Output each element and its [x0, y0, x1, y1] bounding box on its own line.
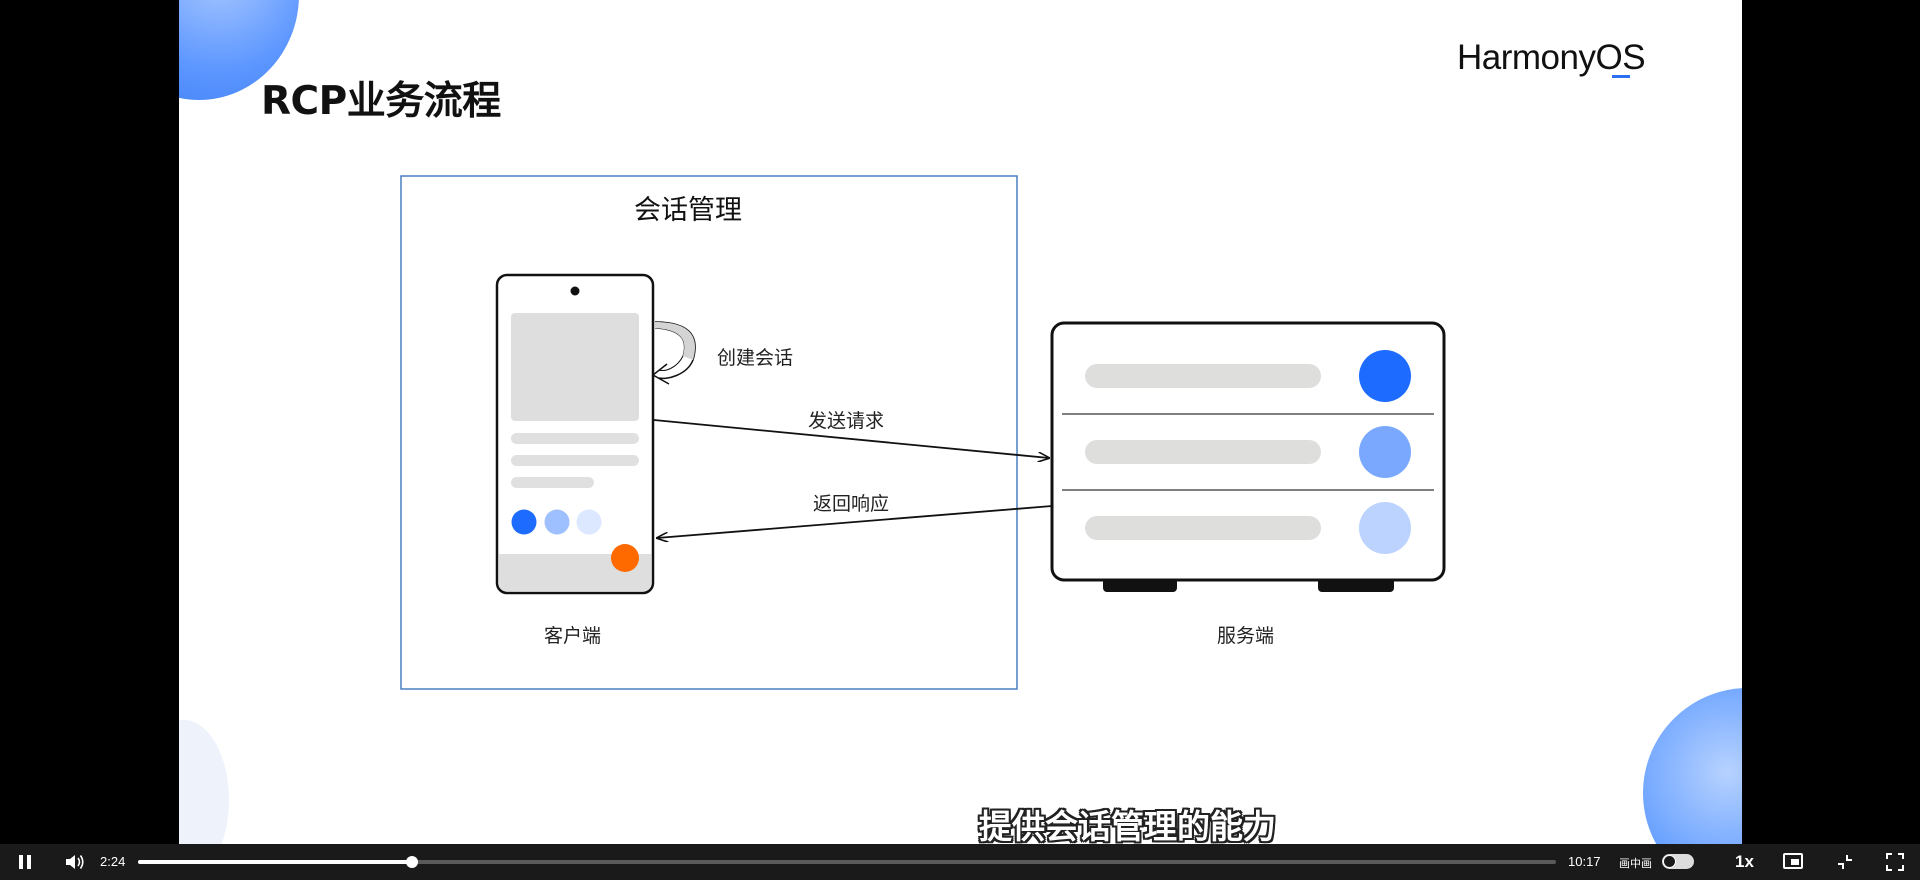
video-subtitle: 提供会话管理的能力 — [979, 807, 1276, 844]
pip-toggle-label: 画中画 — [1619, 857, 1652, 870]
pip-toggle[interactable] — [1662, 854, 1694, 869]
logo-underline — [1612, 75, 1630, 78]
create-session-loop-arrow — [651, 321, 696, 385]
flow-diagram — [400, 175, 1446, 690]
video-frame: RCP业务流程 HarmonyOS — [179, 0, 1742, 844]
send-request-arrow — [653, 419, 1049, 458]
client-label: 客户端 — [544, 625, 602, 647]
progress-handle[interactable] — [406, 856, 419, 868]
shrink-icon[interactable] — [1836, 853, 1854, 871]
send-request-label: 发送请求 — [808, 410, 885, 432]
return-response-label: 返回响应 — [813, 493, 890, 515]
picture-in-picture-icon[interactable] — [1783, 853, 1803, 869]
fullscreen-icon[interactable] — [1886, 853, 1904, 871]
total-time: 10:17 — [1568, 854, 1601, 869]
server-label: 服务端 — [1217, 625, 1275, 647]
playback-speed-button[interactable]: 1x — [1735, 852, 1754, 871]
box-title: 会话管理 — [634, 195, 742, 226]
pause-icon[interactable] — [16, 853, 34, 871]
current-time: 2:24 — [100, 854, 126, 869]
player-control-bar: 2:24 10:17 画中画 1x — [0, 844, 1920, 880]
progress-bar[interactable] — [138, 856, 1556, 868]
create-session-label: 创建会话 — [717, 347, 794, 369]
session-box — [400, 175, 1018, 690]
return-response-arrow — [657, 505, 1053, 538]
slide-title: RCP业务流程 — [261, 79, 501, 124]
volume-icon[interactable] — [64, 853, 86, 871]
harmonyos-logo: HarmonyOS — [1457, 38, 1646, 77]
phone-illustration — [495, 273, 655, 595]
progress-fill — [138, 860, 413, 864]
server-illustration — [1050, 321, 1446, 592]
